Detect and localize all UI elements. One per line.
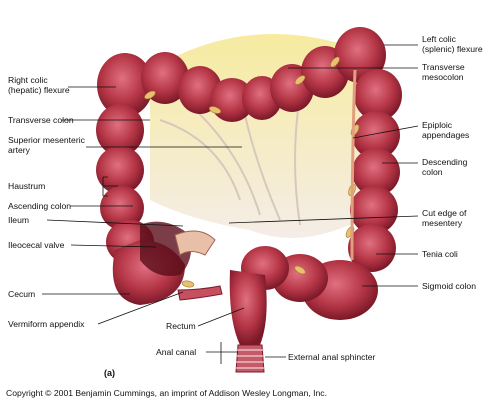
label-transverse-colon: Transverse colon [8,115,74,125]
label-sigmoid-colon: Sigmoid colon [422,281,476,291]
copyright-notice: Copyright © 2001 Benjamin Cummings, an i… [6,388,327,398]
appendix-shape [177,285,223,301]
leader-lines [42,44,419,364]
label-epiploic-appendages: Epiploic appendages [422,120,470,140]
label-left-colic-flexure: Left colic (splenic) flexure [422,34,483,54]
label-cut-edge-mesentery: Cut edge of mesentery [422,208,467,228]
label-ileum: Ileum [8,215,30,225]
label-descending-colon: Descending colon [422,157,468,177]
mesentery-folds [159,89,301,226]
label-ascending-colon: Ascending colon [8,201,72,211]
anal-canal-shape [235,344,265,373]
label-cecum: Cecum [8,289,36,299]
label-rectum: Rectum [166,321,196,331]
label-tenia-coli: Tenia coli [422,249,458,259]
label-superior-mesenteric-artery: Superior mesenteric artery [8,135,85,155]
rectum-shape [229,270,267,345]
tenia-coli-band [350,69,357,261]
descending-colon-shape [348,69,402,272]
label-transverse-mesocolon: Transverse mesocolon [422,62,465,82]
label-haustrum: Haustrum [8,181,46,191]
label-anal-canal: Anal canal [156,347,197,357]
ileum-shape [174,230,216,256]
label-ileocecal-valve: Ileocecal valve [8,240,65,250]
label-right-colic-flexure: Right colic (hepatic) flexure [8,75,70,95]
panel-letter: (a) [104,368,115,378]
label-vermiform-appendix: Vermiform appendix [8,319,85,329]
external-anal-sphincter-shape [236,349,264,369]
label-external-anal-sphincter: External anal sphincter [288,352,376,362]
